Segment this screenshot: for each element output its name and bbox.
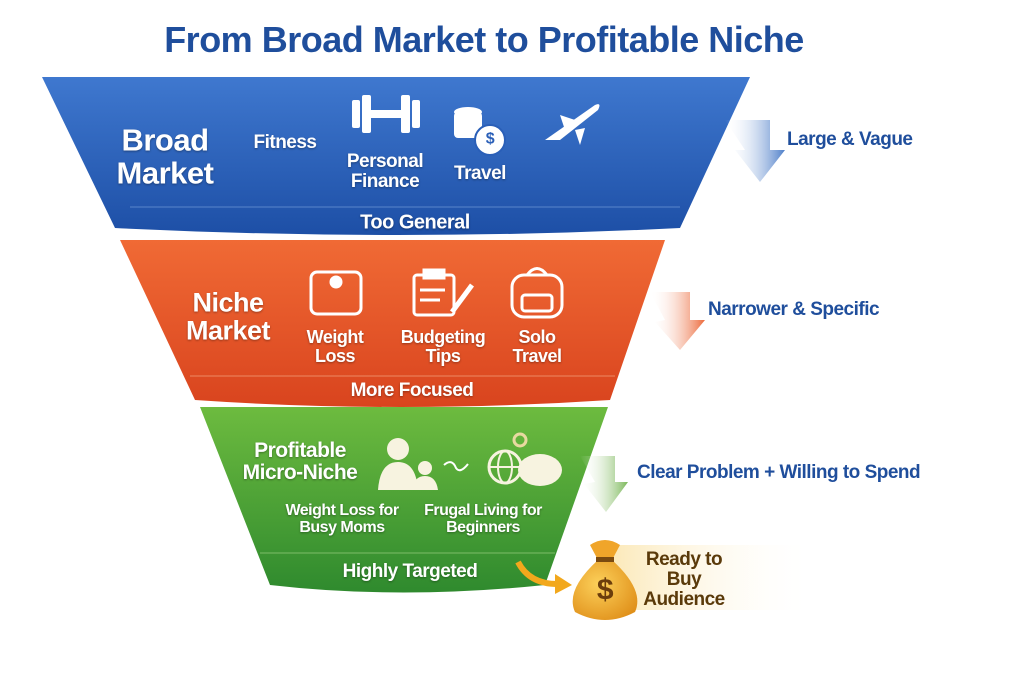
page-title: From Broad Market to Profitable Niche xyxy=(164,19,804,61)
coins-icon xyxy=(454,107,506,156)
tier-niche-shape xyxy=(120,240,665,407)
tier-broad-item: Personal Finance xyxy=(346,151,424,192)
tier-micro-heading: Profitable Micro-Niche xyxy=(242,438,358,484)
tier-micro-footer: Highly Targeted xyxy=(342,561,478,583)
backpack-icon xyxy=(510,267,564,319)
outcome-label: Ready to Buy Audience xyxy=(643,549,725,610)
tier-broad-footer: Too General xyxy=(360,211,470,234)
dumbbell-icon xyxy=(352,95,420,133)
tier-micro-shape xyxy=(200,407,608,593)
globe-piggy-bank-icon xyxy=(487,432,562,486)
tier-broad-heading: Broad Market xyxy=(116,122,214,190)
tier-broad-item: Travel xyxy=(454,163,506,185)
tier-broad-item: Fitness xyxy=(253,132,317,154)
dollar-symbol: $ xyxy=(485,130,495,148)
airplane-icon xyxy=(545,104,600,145)
tier-niche-heading: Niche Market xyxy=(185,287,271,346)
tier-niche-side-label: Narrower & Specific xyxy=(708,299,880,320)
tier-niche-item: Weight Loss xyxy=(306,327,364,366)
scale-icon xyxy=(309,270,363,316)
money-bag-dollar: $ xyxy=(596,573,614,607)
arrow-down-orange xyxy=(650,292,705,350)
mother-child-icon xyxy=(378,438,438,490)
money-bag-icon xyxy=(572,540,638,620)
tier-niche-footer: More Focused xyxy=(350,380,474,402)
tier-broad-side-label: Large & Vague xyxy=(787,129,913,150)
tier-niche-item: Budgeting Tips xyxy=(400,327,486,366)
tier-broad-shape xyxy=(42,77,750,235)
tier-micro-item: Frugal Living for Beginners xyxy=(424,502,542,536)
arrow-down-green xyxy=(580,456,628,512)
tier-micro-item: Weight Loss for Busy Moms xyxy=(285,502,399,536)
tier-micro-side-label: Clear Problem + Willing to Spend xyxy=(637,462,921,483)
tier-niche-item: Solo Travel xyxy=(512,327,562,366)
arrow-down-blue xyxy=(725,120,785,182)
clipboard-icon xyxy=(412,268,475,317)
